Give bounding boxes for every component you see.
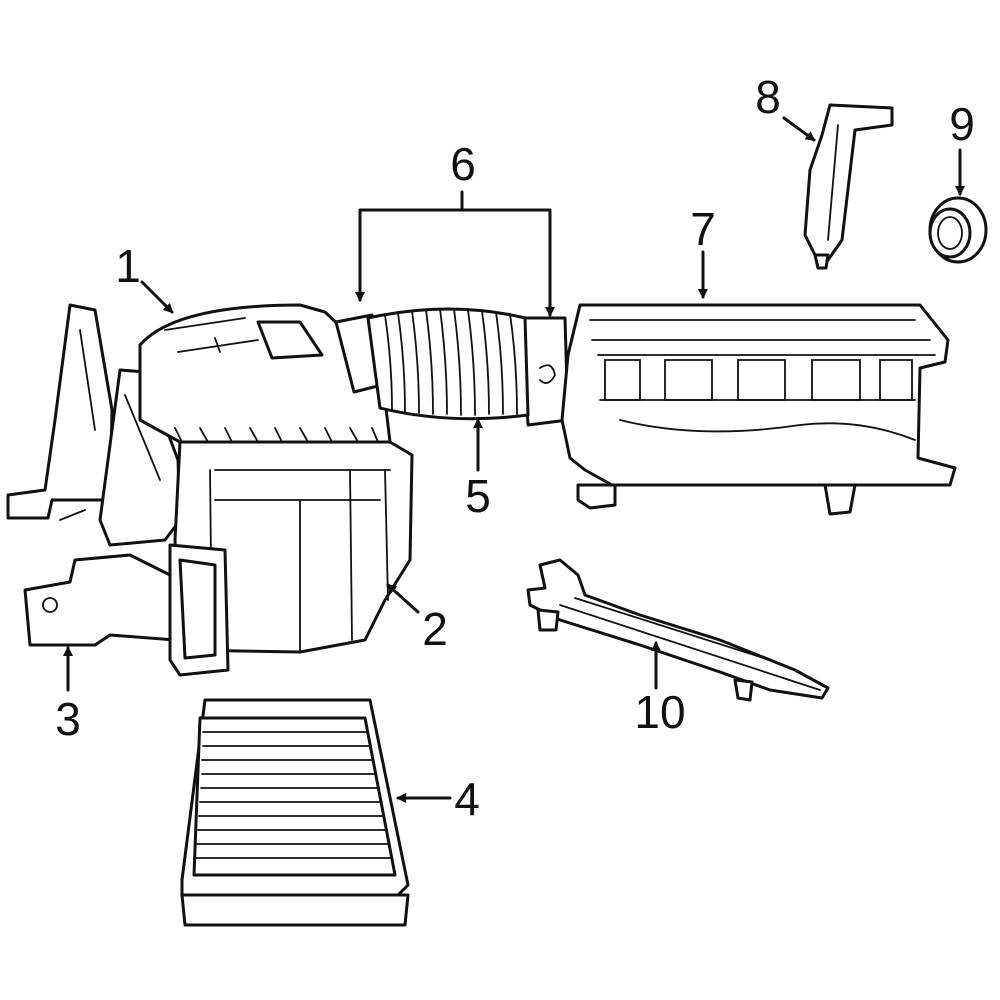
- callout-6: 6: [450, 138, 476, 190]
- part-5-duct: [366, 307, 530, 421]
- callout-3: 3: [55, 693, 81, 745]
- callout-5: 5: [465, 470, 491, 522]
- part-4-filter: [180, 698, 410, 927]
- part-2-housing: [168, 440, 414, 677]
- callout-10: 10: [634, 686, 685, 738]
- part-3-bracket: [6, 303, 182, 647]
- part-8-bracket: [803, 103, 894, 270]
- part-9-grommet: [928, 196, 988, 264]
- callout-4: 4: [454, 773, 480, 825]
- leader-lines: [63, 116, 965, 803]
- callout-9: 9: [949, 98, 975, 150]
- part-7-resonator: [560, 303, 957, 516]
- callout-7: 7: [690, 203, 716, 255]
- callout-8: 8: [755, 71, 781, 123]
- part-10-support: [526, 558, 830, 702]
- callout-1: 1: [115, 240, 141, 292]
- callout-2: 2: [422, 603, 448, 655]
